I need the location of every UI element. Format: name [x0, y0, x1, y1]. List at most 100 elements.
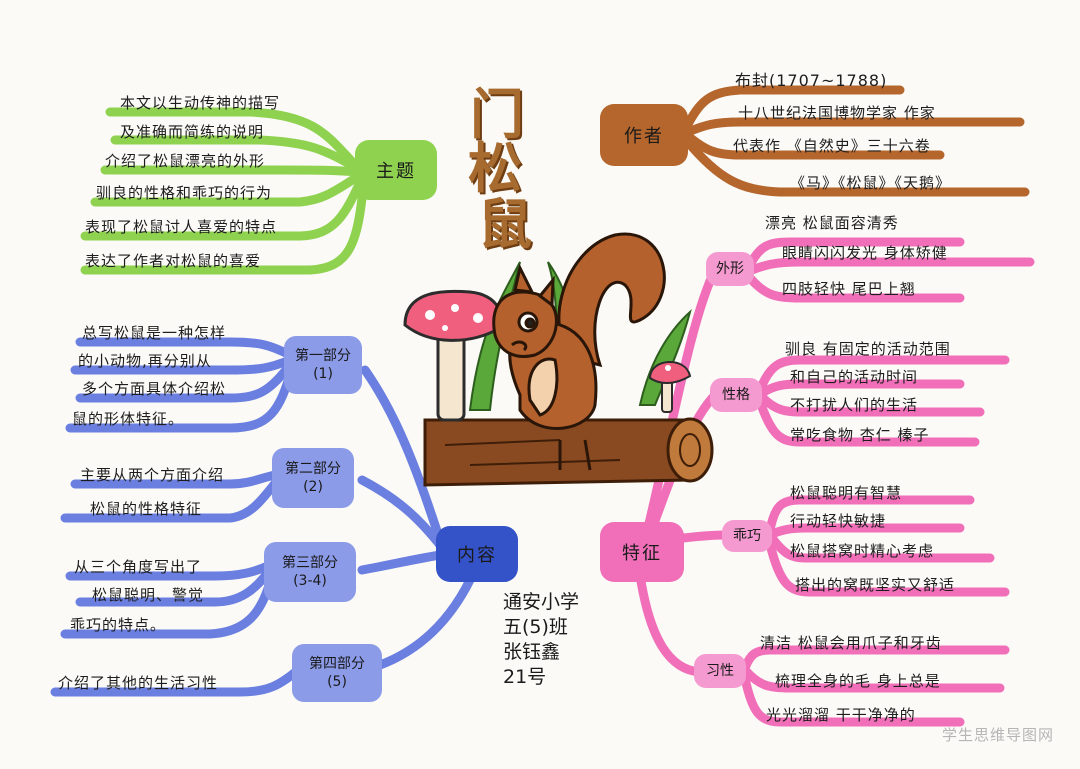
features-shape-label: 外形	[716, 261, 744, 277]
credit-number: 21号	[503, 666, 547, 688]
clever-line-4: 搭出的窝既坚实又舒适	[795, 576, 956, 594]
content-part-2-node: 第二部分 (2)	[272, 448, 354, 508]
habits-line-2: 梳理全身的毛 身上总是	[775, 672, 941, 690]
content-part-3-label: 第三部分	[282, 555, 338, 571]
nature-branch-2	[757, 379, 965, 398]
theme-line-4: 驯良的性格和乖巧的行为	[96, 184, 273, 202]
content-part-4-range: (5)	[327, 674, 347, 690]
content-link-part3	[357, 550, 445, 575]
log-icon	[423, 417, 714, 487]
part2-line-1: 主要从两个方面介绍	[80, 466, 225, 484]
student-credit: 通安小学 五(5)班 张钰鑫 21号	[503, 590, 593, 690]
credit-name: 张钰鑫	[503, 641, 561, 663]
part2-branch-2	[60, 477, 281, 523]
nature-branch-4	[755, 397, 980, 447]
theme-line-3: 介绍了松鼠漂亮的外形	[105, 152, 266, 170]
content-part-3-node: 第三部分 (3-4)	[264, 542, 356, 602]
clever-line-2: 行动轻快敏捷	[790, 512, 887, 530]
nature-line-2: 和自己的活动时间	[790, 368, 919, 386]
title-char-1: 门	[470, 82, 524, 146]
nature-line-4: 常吃食物 杏仁 榛子	[790, 426, 930, 444]
features-nature-label: 性格	[722, 387, 750, 403]
author-line-1: 布封(1707~1788)	[735, 71, 888, 90]
nature-branch-3	[757, 392, 985, 417]
author-branch-2	[683, 117, 1025, 137]
habits-branch-2	[742, 667, 1005, 693]
clever-branch-3	[767, 533, 995, 563]
part4-line-1: 介绍了其他的生活习性	[58, 674, 219, 692]
watermark: 学生思维导图网	[941, 726, 1054, 744]
features-label: 特征	[622, 543, 662, 564]
part2-branch-1	[70, 470, 280, 489]
content-part-3-range: (3-4)	[293, 573, 327, 589]
author-branch-1	[680, 85, 905, 135]
content-node: 内容	[436, 526, 518, 582]
habits-line-3: 光光溜溜 干干净净的	[766, 706, 916, 724]
credit-class: 五(5)班	[503, 616, 568, 638]
shape-line-1: 漂亮 松鼠面容清秀	[765, 214, 899, 232]
author-branches	[680, 85, 1030, 197]
content-part-4-label: 第四部分	[309, 656, 365, 672]
features-node: 特征	[600, 522, 684, 582]
features-nature-node: 性格	[710, 378, 762, 412]
habits-line-1: 清洁 松鼠会用爪子和牙齿	[760, 634, 942, 652]
author-line-4: 《马》《松鼠》《天鹅》	[790, 174, 952, 192]
part1-branch-3	[75, 360, 295, 403]
content-label: 内容	[457, 545, 497, 566]
author-branch-3	[683, 131, 945, 160]
theme-branch-3	[100, 165, 365, 177]
author-line-3: 代表作 《自然史》三十六卷	[733, 137, 931, 155]
features-clever-label: 乖巧	[733, 528, 761, 544]
features-link-shape	[640, 265, 720, 545]
title-char-3: 鼠	[478, 192, 532, 256]
theme-node: 主题	[355, 140, 437, 200]
content-link-part1	[360, 365, 445, 545]
content-branches	[50, 337, 475, 697]
nature-line-3: 不打扰人们的生活	[790, 396, 919, 414]
content-part-2-label: 第二部分	[285, 461, 341, 477]
theme-line-5: 表现了松鼠讨人喜爱的特点	[85, 218, 278, 236]
author-branch-4	[681, 135, 1030, 197]
clever-line-3: 松鼠搭窝时精心考虑	[790, 542, 935, 560]
title-char-2: 松	[468, 136, 522, 200]
content-part-4-node: 第四部分 (5)	[292, 644, 382, 702]
clever-line-1: 松鼠聪明有智慧	[790, 484, 903, 502]
part1-line-4: 鼠的形体特征。	[72, 410, 185, 428]
shape-line-3: 四肢轻快 尾巴上翘	[782, 280, 916, 298]
content-link-part2	[357, 475, 445, 550]
part3-line-1: 从三个角度写出了	[74, 558, 203, 576]
author-label: 作者	[624, 126, 664, 147]
part3-line-3: 乖巧的特点。	[70, 616, 167, 634]
squirrel-icon	[492, 232, 666, 471]
shape-line-2: 眼睛闪闪发光 身体矫健	[782, 244, 948, 262]
squirrel-illustration	[403, 232, 714, 487]
clever-branch-2	[767, 523, 965, 539]
content-part-2-range: (2)	[303, 479, 323, 495]
features-shape-node: 外形	[706, 252, 754, 286]
content-link-part4	[375, 575, 475, 670]
clever-branch-1	[765, 495, 975, 535]
features-habits-node: 习性	[694, 654, 746, 688]
part2-line-2: 松鼠的性格特征	[90, 500, 203, 518]
habits-branch-1	[740, 645, 1010, 673]
nature-line-1: 驯良 有固定的活动范围	[785, 340, 951, 358]
part3-line-2: 松鼠聪明、警觉	[92, 586, 205, 604]
content-part-1-range: (1)	[313, 366, 333, 382]
mushroom-icon	[403, 289, 504, 422]
features-branches	[635, 237, 1035, 727]
theme-branch-4	[90, 170, 365, 207]
theme-branch-6	[80, 175, 369, 275]
content-part-1-node: 第一部分 (1)	[284, 336, 362, 394]
theme-line-2: 及准确而简练的说明	[120, 123, 265, 141]
shape-branch-2	[747, 257, 1035, 275]
features-clever-node: 乖巧	[722, 520, 772, 552]
shape-branch-3	[745, 273, 965, 303]
theme-line-6: 表达了作者对松鼠的喜爱	[85, 252, 262, 270]
features-link-habits	[635, 570, 705, 677]
small-mushroom-icon	[648, 361, 692, 413]
theme-branch-2	[110, 135, 365, 175]
author-node: 作者	[600, 104, 688, 166]
clever-branch-4	[765, 539, 1010, 597]
